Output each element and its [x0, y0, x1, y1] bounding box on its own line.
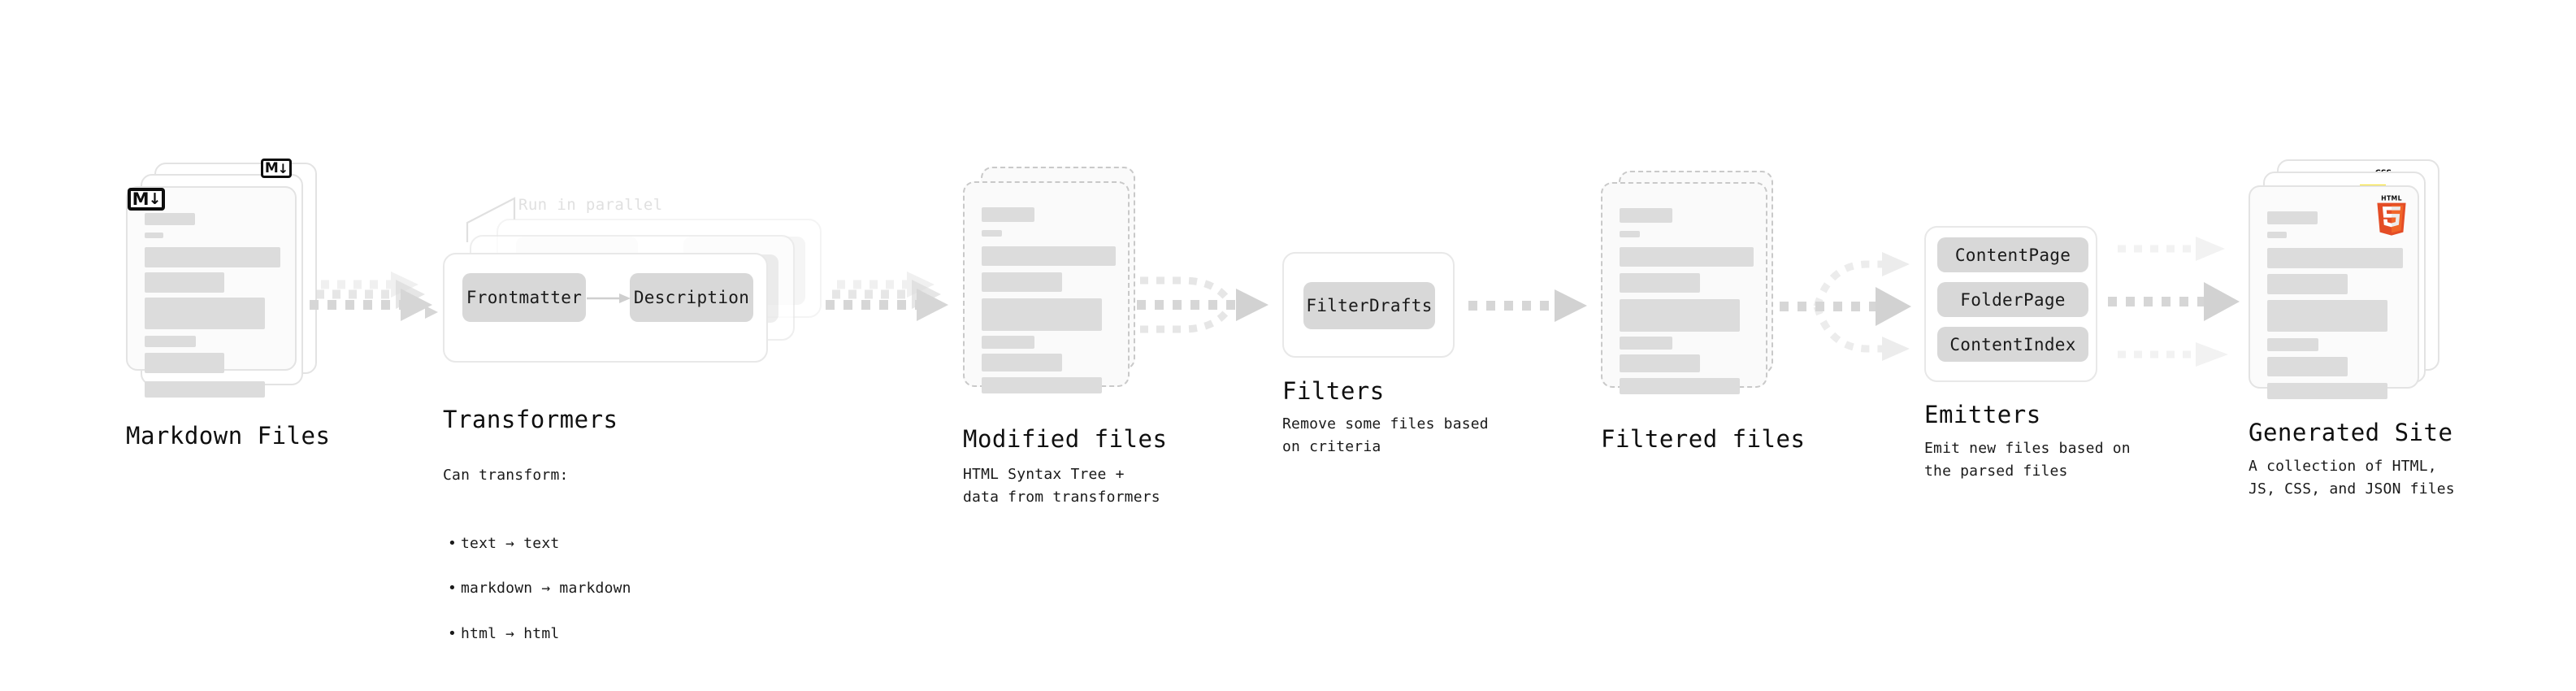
markdown-file-card-front: M↓ M↓: [126, 159, 297, 398]
generated-site-caption: A collection of HTML, JS, CSS, and JSON …: [2249, 458, 2455, 498]
skeleton-bar: [982, 207, 1034, 222]
transformer-inner-arrow: [587, 293, 631, 303]
transformers-caption-item: text → text: [448, 532, 711, 555]
filtered-file-card-front: [1601, 182, 1767, 394]
emitters-panel: ContentPage FolderPage ContentIndex: [1924, 226, 2097, 382]
run-in-parallel-label: Run in parallel: [518, 196, 663, 214]
skeleton-bar: [982, 246, 1116, 266]
transformer-chip-frontmatter[interactable]: Frontmatter: [462, 273, 586, 322]
emitter-chip-contentpage-label: ContentPage: [1954, 245, 2071, 265]
filter-chip-filterdrafts[interactable]: FilterDrafts: [1303, 282, 1435, 329]
connector-emitters-to-site: [2106, 237, 2253, 368]
filters-caption: Remove some files based on criteria: [1282, 415, 1489, 455]
skeleton-bar: [145, 353, 224, 373]
transformers-caption-item: html → html: [448, 623, 711, 645]
skeleton-bar: [982, 354, 1062, 372]
connector-markdown-to-transformers: [305, 268, 439, 341]
skeleton-bar: [145, 272, 224, 293]
markdown-badge-letter: M: [264, 160, 279, 176]
skeleton-bar: [145, 213, 195, 225]
skeleton-bar: [2267, 232, 2287, 238]
emitter-chip-contentpage[interactable]: ContentPage: [1937, 237, 2088, 272]
skeleton-bar: [145, 233, 163, 238]
transformer-chip-description-label: Description: [633, 288, 750, 307]
skeleton-bar: [2267, 248, 2403, 268]
skeleton-bar: [982, 336, 1034, 349]
skeleton-bar: [1620, 208, 1672, 223]
modified-files-caption: HTML Syntax Tree + data from transformer…: [963, 466, 1160, 506]
modified-files-title: Modified files: [963, 425, 1168, 453]
transformer-panel-front: Frontmatter Description: [443, 253, 768, 363]
generated-site-title: Generated Site: [2249, 419, 2453, 446]
emitters-caption: Emit new files based on the parsed files: [1924, 440, 2131, 480]
transformers-caption-item: markdown → markdown: [448, 577, 711, 600]
filters-panel: FilterDrafts: [1282, 252, 1455, 358]
filtered-files-title: Filtered files: [1601, 425, 1806, 453]
skeleton-bar: [2267, 211, 2318, 224]
markdown-files-stack: M↓ M↓: [126, 159, 321, 406]
skeleton-bar: [2267, 383, 2387, 399]
skeleton-bar: [1620, 299, 1740, 332]
filtered-files-stack: [1601, 171, 1788, 415]
modified-file-card-front: [963, 181, 1130, 393]
skeleton-bar: [1620, 273, 1700, 293]
connector-filters-to-filtered: [1465, 289, 1595, 323]
markdown-badge-letter-front: M: [132, 189, 150, 209]
markdown-badge-icon-back-2: M↓: [261, 159, 292, 178]
transformers-group: Run in parallel Frontmatter: [425, 196, 825, 386]
skeleton-bar: [2267, 274, 2348, 294]
emitter-chip-contentindex[interactable]: ContentIndex: [1937, 327, 2088, 362]
modified-files-stack: [963, 167, 1150, 411]
filter-chip-filterdrafts-label: FilterDrafts: [1306, 296, 1433, 315]
transformers-caption-list: text → text markdown → markdown html → h…: [443, 510, 711, 668]
connector-modified-to-filters: [1134, 264, 1280, 346]
skeleton-bar: [1620, 354, 1700, 372]
skeleton-bar: [982, 272, 1062, 292]
skeleton-bar: [982, 377, 1102, 393]
transformers-caption-heading: Can transform:: [443, 466, 569, 484]
skeleton-bar: [1620, 247, 1754, 267]
skeleton-bar: [1620, 378, 1740, 394]
skeleton-bar: [145, 298, 265, 329]
transformers-title: Transformers: [443, 406, 618, 433]
emitter-chip-folderpage[interactable]: FolderPage: [1937, 282, 2088, 317]
markdown-badge-icon: M↓: [128, 188, 165, 211]
connector-filtered-to-emitters: [1778, 248, 1924, 366]
skeleton-bar: [145, 381, 265, 398]
skeleton-bar: [2267, 338, 2318, 351]
emitter-chip-folderpage-label: FolderPage: [1960, 289, 2066, 310]
skeleton-bar: [982, 230, 1002, 237]
generated-site-stack: CSS JS HTML: [2249, 159, 2444, 411]
skeleton-bar: [982, 298, 1102, 331]
skeleton-bar: [1620, 231, 1640, 237]
transformers-caption: Can transform: text → text markdown → ma…: [443, 441, 711, 691]
skeleton-bar: [145, 336, 196, 347]
emitter-chip-contentindex-label: ContentIndex: [1949, 334, 2076, 354]
markdown-files-title: Markdown Files: [126, 422, 331, 450]
filters-title: Filters: [1282, 377, 1385, 405]
transformers-inbound-stub: [425, 306, 438, 319]
html5-badge-icon: HTML: [2377, 195, 2406, 236]
emitters-title: Emitters: [1924, 401, 2041, 428]
generated-site-card-front: HTML: [2249, 185, 2419, 399]
skeleton-bar: [1620, 337, 1672, 350]
skeleton-bar: [145, 247, 280, 267]
skeleton-bar: [2267, 357, 2348, 376]
svg-text:HTML: HTML: [2381, 195, 2402, 202]
connector-transformers-to-modified: [821, 268, 955, 341]
transformer-chip-frontmatter-label: Frontmatter: [466, 288, 583, 307]
transformer-chip-description[interactable]: Description: [630, 273, 753, 322]
skeleton-bar: [2267, 300, 2387, 332]
